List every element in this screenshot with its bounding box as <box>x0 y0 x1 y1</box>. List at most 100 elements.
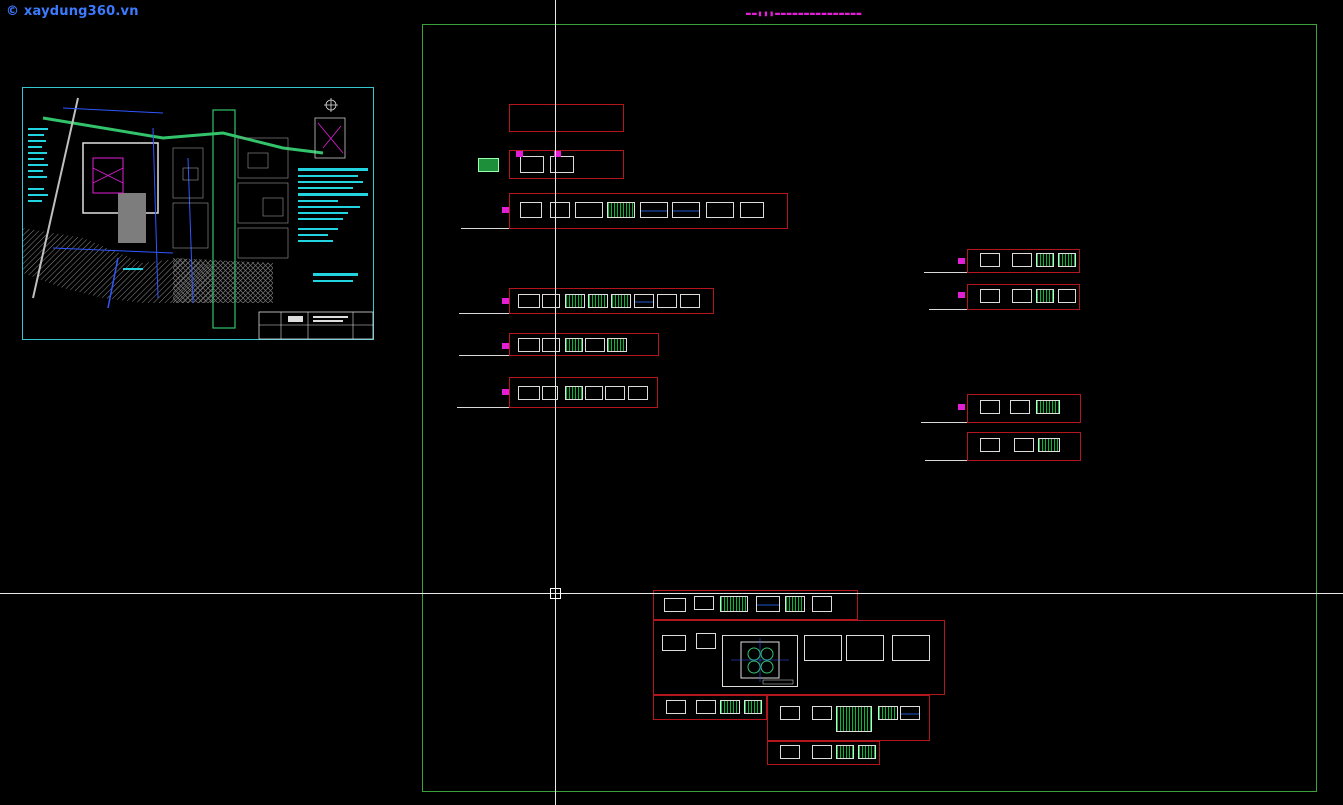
sheet-thumbnail[interactable] <box>518 294 540 308</box>
sheet-thumbnail[interactable] <box>585 386 603 400</box>
sheet-thumbnail[interactable] <box>607 202 635 218</box>
sheet-thumbnail[interactable] <box>980 253 1000 267</box>
viewport-box[interactable] <box>509 104 624 132</box>
viewport-box[interactable] <box>967 432 1081 461</box>
site-plan-viewport[interactable] <box>22 87 374 340</box>
leader-line <box>459 355 509 356</box>
sheet-thumbnail[interactable] <box>666 700 686 714</box>
viewport-box[interactable] <box>653 590 858 620</box>
crosshair-cursor-icon <box>550 588 561 599</box>
floor-plan-sheet[interactable] <box>722 635 798 687</box>
magenta-marker <box>502 389 509 395</box>
sheet-thumbnail[interactable] <box>1010 400 1030 414</box>
sheet-thumbnail[interactable] <box>1036 289 1054 303</box>
viewport-box[interactable] <box>653 695 767 720</box>
magenta-marker <box>502 298 509 304</box>
sheet-thumbnail[interactable] <box>1058 289 1076 303</box>
crosshair-vertical-line <box>555 0 556 805</box>
viewport-box[interactable] <box>967 284 1080 310</box>
sheet-thumbnail[interactable] <box>980 289 1000 303</box>
watermark-text: © xaydung360.vn <box>6 4 139 19</box>
sheet-thumbnail[interactable] <box>1012 253 1032 267</box>
sheet-thumbnail[interactable] <box>672 202 700 218</box>
viewport-box[interactable] <box>509 193 788 229</box>
sheet-thumbnail[interactable] <box>550 156 574 173</box>
sheet-thumbnail[interactable] <box>565 338 583 352</box>
sheet-thumbnail[interactable] <box>720 700 740 714</box>
sheet-thumbnail[interactable] <box>900 706 920 720</box>
sheet-thumbnail[interactable] <box>518 386 540 400</box>
sheet-thumbnail[interactable] <box>696 633 716 649</box>
viewport-box[interactable] <box>509 288 714 314</box>
sheet-thumbnail[interactable] <box>520 202 542 218</box>
sheet-thumbnail[interactable] <box>542 294 560 308</box>
sheet-thumbnail[interactable] <box>1036 253 1054 267</box>
sheet-thumbnail[interactable] <box>628 386 648 400</box>
sheet-thumbnail[interactable] <box>542 386 558 400</box>
sheet-thumbnail[interactable] <box>740 202 764 218</box>
sheet-thumbnail[interactable] <box>1014 438 1034 452</box>
sheet-thumbnail[interactable] <box>565 294 585 308</box>
leader-line <box>921 422 968 423</box>
sheet-thumbnail[interactable] <box>1012 289 1032 303</box>
sheet-thumbnail[interactable] <box>585 338 605 352</box>
sheet-thumbnail[interactable] <box>804 635 842 661</box>
sheet-thumbnail[interactable] <box>550 202 570 218</box>
viewport-box[interactable] <box>967 394 1081 423</box>
crosshair-horizontal-line <box>0 593 1343 594</box>
sheet-thumbnail[interactable] <box>518 338 540 352</box>
sheet-thumbnail[interactable] <box>706 202 734 218</box>
viewport-box[interactable] <box>509 333 659 356</box>
viewport-box[interactable] <box>967 249 1080 273</box>
sheet-thumbnail[interactable] <box>664 598 686 612</box>
viewport-box[interactable] <box>509 377 658 408</box>
sheet-thumbnail[interactable] <box>634 294 654 308</box>
sheet-thumbnail[interactable] <box>520 156 544 173</box>
sheet-thumbnail[interactable] <box>980 400 1000 414</box>
sheet-thumbnail[interactable] <box>980 438 1000 452</box>
sheet-thumbnail[interactable] <box>878 706 898 720</box>
viewport-box[interactable] <box>767 695 930 741</box>
sheet-thumbnail[interactable] <box>657 294 677 308</box>
sheet-thumbnail[interactable] <box>1038 438 1060 452</box>
sheet-thumbnail[interactable] <box>565 386 583 400</box>
magenta-marker <box>502 207 509 213</box>
floor-plan-drawing <box>731 638 794 685</box>
viewport-box[interactable] <box>509 150 624 179</box>
sheet-thumbnail[interactable] <box>812 596 832 612</box>
magenta-marker <box>958 258 965 264</box>
sheet-thumbnail[interactable] <box>662 635 686 651</box>
sheet-thumbnail[interactable] <box>575 202 603 218</box>
sheet-thumbnail[interactable] <box>680 294 700 308</box>
sheet-thumbnail[interactable] <box>640 202 668 218</box>
sheet-thumbnail[interactable] <box>744 700 762 714</box>
sheet-thumbnail[interactable] <box>542 338 560 352</box>
sheet-thumbnail[interactable] <box>780 706 800 720</box>
green-thumbnail[interactable] <box>478 158 499 172</box>
sheet-thumbnail[interactable] <box>605 386 625 400</box>
sheet-thumbnail[interactable] <box>756 596 780 612</box>
sheet-thumbnail[interactable] <box>836 745 854 759</box>
sheet-thumbnail[interactable] <box>812 706 832 720</box>
sheet-thumbnail[interactable] <box>1036 400 1060 414</box>
viewport-box[interactable] <box>653 620 945 695</box>
sheet-thumbnail[interactable] <box>858 745 876 759</box>
sheet-thumbnail[interactable] <box>892 635 930 661</box>
sheet-thumbnail[interactable] <box>780 745 800 759</box>
sheet-thumbnail[interactable] <box>785 596 805 612</box>
sheet-thumbnail[interactable] <box>607 338 627 352</box>
sheet-thumbnail[interactable] <box>588 294 608 308</box>
north-arrow-icon <box>324 98 338 112</box>
leader-line <box>925 460 968 461</box>
sheet-thumbnail[interactable] <box>836 706 872 732</box>
viewport-box[interactable] <box>767 741 880 765</box>
sheet-thumbnail[interactable] <box>1058 253 1076 267</box>
sheet-thumbnail[interactable] <box>812 745 832 759</box>
sheet-thumbnail[interactable] <box>696 700 716 714</box>
sheet-thumbnail[interactable] <box>611 294 631 308</box>
leader-line <box>924 272 968 273</box>
site-plan-drawing <box>23 97 374 340</box>
sheet-thumbnail[interactable] <box>694 596 714 610</box>
sheet-thumbnail[interactable] <box>846 635 884 661</box>
sheet-thumbnail[interactable] <box>720 596 748 612</box>
